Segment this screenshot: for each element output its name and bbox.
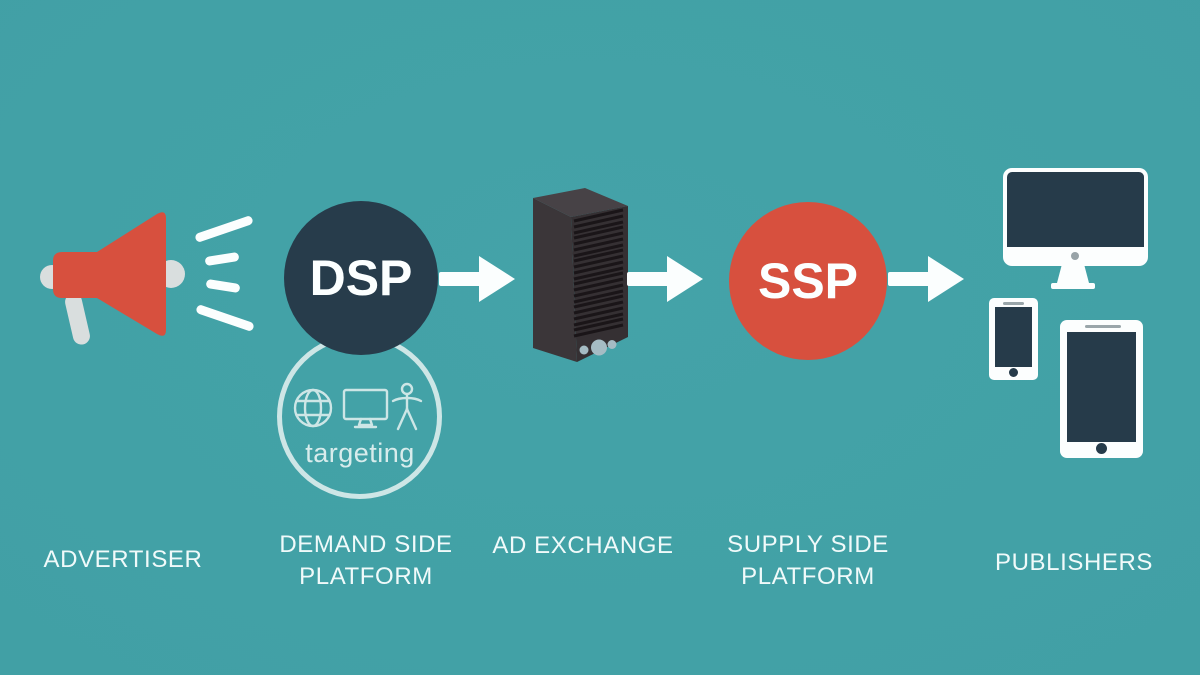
- desktop-monitor-base: [1051, 283, 1095, 289]
- server-vents: [573, 208, 624, 338]
- tablet-home-button: [1096, 443, 1107, 454]
- globe-icon: [293, 388, 333, 428]
- targeting-icons: [293, 382, 423, 431]
- ssp-node-text: SSP: [757, 253, 859, 309]
- tablet-speaker: [1085, 324, 1121, 328]
- display-icon: [342, 388, 389, 429]
- sound-waves-icon: [195, 216, 254, 331]
- arrow-shaft: [888, 272, 930, 286]
- arrow-head: [928, 256, 964, 302]
- arrow-ssp-to-publishers: [888, 256, 966, 302]
- supply-side-platform-label: SUPPLY SIDE PLATFORM: [727, 529, 889, 593]
- dsp-node-text: DSP: [309, 250, 413, 306]
- arrow-head: [667, 256, 703, 302]
- publishers-label: PUBLISHERS: [994, 549, 1154, 576]
- demand-side-platform-label: DEMAND SIDE PLATFORM: [279, 529, 452, 593]
- label-line-2: PLATFORM: [741, 563, 875, 590]
- ssp-node: SSP: [729, 202, 887, 360]
- arrow-shaft: [627, 272, 669, 286]
- arrow-head: [479, 256, 515, 302]
- label-line-1: DEMAND SIDE: [279, 531, 453, 558]
- smartphone-screen: [995, 307, 1032, 367]
- desktop-monitor-camera: [1071, 252, 1079, 260]
- desktop-monitor-screen: [1007, 172, 1144, 247]
- advertiser-label: ADVERTISER: [43, 546, 203, 573]
- desktop-monitor-stand: [1057, 266, 1089, 283]
- megaphone-icon: [40, 212, 254, 345]
- arrow-dsp-to-exchange: [439, 256, 517, 302]
- server-status-lights: [579, 339, 617, 356]
- tablet-screen: [1067, 332, 1136, 442]
- smartphone-icon: [989, 298, 1038, 380]
- arrow-exchange-to-ssp: [627, 256, 705, 302]
- arrow-shaft: [439, 272, 481, 286]
- dsp-node: DSP: [284, 201, 438, 355]
- label-line-2: PLATFORM: [299, 563, 433, 590]
- label-line-1: SUPPLY SIDE: [727, 531, 889, 558]
- smartphone-speaker: [1003, 301, 1024, 305]
- server-icon: [533, 188, 628, 362]
- megaphone-handle: [65, 293, 90, 345]
- tablet-icon: [1060, 320, 1143, 458]
- server-top-face: [533, 188, 628, 217]
- smartphone-home-button: [1009, 368, 1018, 377]
- person-icon: [391, 382, 423, 431]
- server-left-face: [533, 198, 577, 362]
- targeting-label: targeting: [305, 438, 415, 468]
- megaphone-horn: [53, 212, 166, 336]
- ad-exchange-label: AD EXCHANGE: [492, 532, 674, 559]
